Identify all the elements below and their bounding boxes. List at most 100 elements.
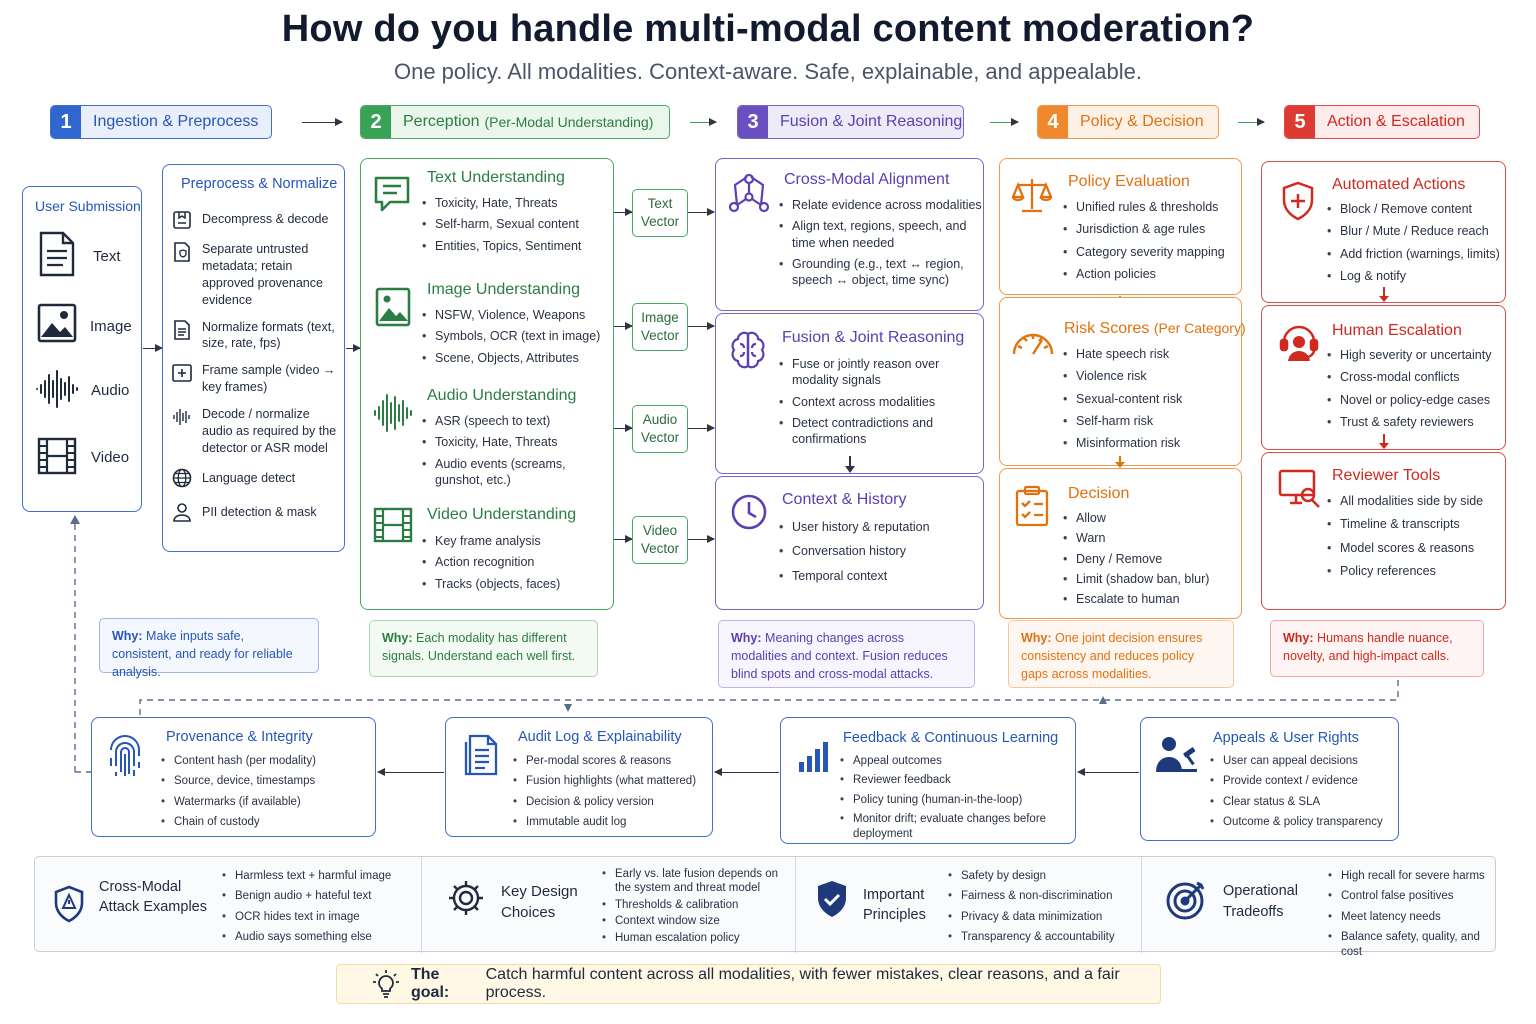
flow-arrow <box>688 208 715 216</box>
stage-number: 5 <box>1285 106 1315 138</box>
frame-plus-icon <box>172 364 192 383</box>
list-item: Block / Remove content <box>1326 201 1504 218</box>
list-item: Novel or policy-edge cases <box>1326 392 1504 409</box>
list-item: Watermarks (if available) <box>160 795 375 810</box>
stage-sublabel: (Per-Modal Understanding) <box>484 114 654 130</box>
preprocess-item: PII detection & mask <box>202 504 317 519</box>
flow-arrow <box>614 424 633 432</box>
list-item: Scene, Objects, Attributes <box>421 350 611 367</box>
list-item: Align text, regions, speech, and time wh… <box>778 218 982 251</box>
list-item: Temporal context <box>778 568 982 585</box>
list-item: Conversation history <box>778 543 982 560</box>
user-gavel-icon <box>1156 737 1197 772</box>
risk-scores-box: Risk Scores (Per Category) Hate speech r… <box>999 297 1246 466</box>
list-item: User history & reputation <box>778 519 982 536</box>
submission-label-audio: Audio <box>91 382 130 399</box>
stage-number: 1 <box>51 106 81 138</box>
flow-arrow <box>377 768 444 776</box>
list-item: All modalities side by side <box>1326 493 1504 510</box>
monitor-search-icon <box>1278 469 1320 508</box>
list-item: Action recognition <box>421 554 611 571</box>
preprocess-item: Language detect <box>202 470 296 485</box>
section-list: Fuse or jointly reason over modality sig… <box>778 356 982 452</box>
section-title: Automated Actions <box>1332 176 1466 193</box>
list-item: Audio says something else <box>221 930 417 945</box>
section-list: Unified rules & thresholds Jurisdiction … <box>1062 199 1240 287</box>
log-doc-icon <box>464 734 498 776</box>
divider <box>421 857 422 953</box>
list-item: Provide context / evidence <box>1209 774 1399 789</box>
list-item: Human escalation policy <box>601 931 791 946</box>
section-title: Reviewer Tools <box>1332 467 1441 484</box>
list-item: Deny / Remove <box>1062 551 1240 568</box>
list-item: Outcome & policy transparency <box>1209 815 1399 830</box>
policy-evaluation-box: Policy Evaluation Unified rules & thresh… <box>999 158 1242 295</box>
file-lines-icon <box>174 319 190 340</box>
list-item: High recall for severe harms <box>1327 869 1499 884</box>
network-icon <box>728 173 770 213</box>
divider <box>795 857 796 953</box>
section-list: Per-modal scores & reasons Fusion highli… <box>512 754 712 833</box>
list-item: Decision & policy version <box>512 795 712 810</box>
why-box-ingestion: Why: Make inputs safe, consistent, and r… <box>99 618 319 679</box>
list-item: OCR hides text in image <box>221 910 417 925</box>
user-mask-icon <box>173 502 191 522</box>
preprocess-item: Decode / normalize audio as required by … <box>202 407 337 455</box>
list-item: Self-harm, Sexual content <box>421 216 611 233</box>
provenance-box: Provenance & Integrity Content hash (per… <box>91 717 376 837</box>
waveform-icon <box>36 370 78 408</box>
section-title: Image Understanding <box>427 281 580 298</box>
list-item: Meet latency needs <box>1327 910 1499 925</box>
section-list: Allow Warn Deny / Remove Limit (shadow b… <box>1062 510 1240 612</box>
list-item: Privacy & data minimization <box>947 910 1137 925</box>
divider <box>1141 857 1142 953</box>
section-title: Text Understanding <box>427 169 565 186</box>
list-item: Limit (shadow ban, blur) <box>1062 571 1240 588</box>
goal-label: The goal: <box>411 966 450 1001</box>
goal-text: Catch harmful content across all modalit… <box>485 966 1120 1001</box>
scales-icon <box>1012 179 1052 213</box>
arrow-head <box>1379 296 1389 302</box>
human-escalation-box: Human Escalation High severity or uncert… <box>1261 305 1506 450</box>
feedback-learning-box: Feedback & Continuous Learning Appeal ou… <box>780 717 1076 844</box>
file-shield-icon <box>174 242 190 262</box>
list-item: Violence risk <box>1062 368 1240 385</box>
clipboard-check-icon <box>1015 485 1049 527</box>
list-item: Monitor drift; evaluate changes before d… <box>839 812 1075 841</box>
list-item: User can appeal decisions <box>1209 754 1399 769</box>
section-list: Appeal outcomes Reviewer feedback Policy… <box>839 754 1075 844</box>
stage-label: Perception <box>403 113 480 130</box>
list-item: Fuse or jointly reason over modality sig… <box>778 356 982 389</box>
stage-label: Action & Escalation <box>1327 113 1465 130</box>
section-title: Video Understanding <box>427 506 577 523</box>
flow-arrow <box>614 208 633 216</box>
list-item: Model scores & reasons <box>1326 540 1504 557</box>
list-item: Source, device, timestamps <box>160 774 375 789</box>
stage-arrow <box>990 118 1019 126</box>
list-item: Self-harm risk <box>1062 413 1240 430</box>
chat-icon <box>374 176 410 212</box>
target-icon <box>1166 881 1205 920</box>
fingerprint-icon <box>110 735 140 776</box>
list-item: Content hash (per modality) <box>160 754 375 769</box>
preprocess-item: Decompress & decode <box>202 212 329 226</box>
section-list: Relate evidence across modalities Align … <box>778 197 982 293</box>
goal-banner: The goal: Catch harmful content across a… <box>336 964 1161 1004</box>
list-item: Tracks (objects, faces) <box>421 576 611 593</box>
flow-arrow <box>346 344 361 352</box>
flow-arrow <box>688 424 715 432</box>
list-item: Toxicity, Hate, Threats <box>421 434 611 451</box>
list-item: Trust & safety reviewers <box>1326 414 1504 431</box>
section-title: Appeals & User Rights <box>1213 730 1359 746</box>
flow-arrow <box>614 535 633 543</box>
user-submission-panel: User Submission Text Image Audio Video <box>22 186 142 512</box>
list-item: Immutable audit log <box>512 815 712 830</box>
flow-arrow <box>1383 434 1385 444</box>
list-item: Hate speech risk <box>1062 346 1240 363</box>
section-subtitle: (Per Category) <box>1153 320 1246 336</box>
preprocess-item: Frame sample (video → key frames) <box>202 363 336 395</box>
list-item: Category severity mapping <box>1062 244 1240 261</box>
list-item: Context window size <box>601 914 791 929</box>
